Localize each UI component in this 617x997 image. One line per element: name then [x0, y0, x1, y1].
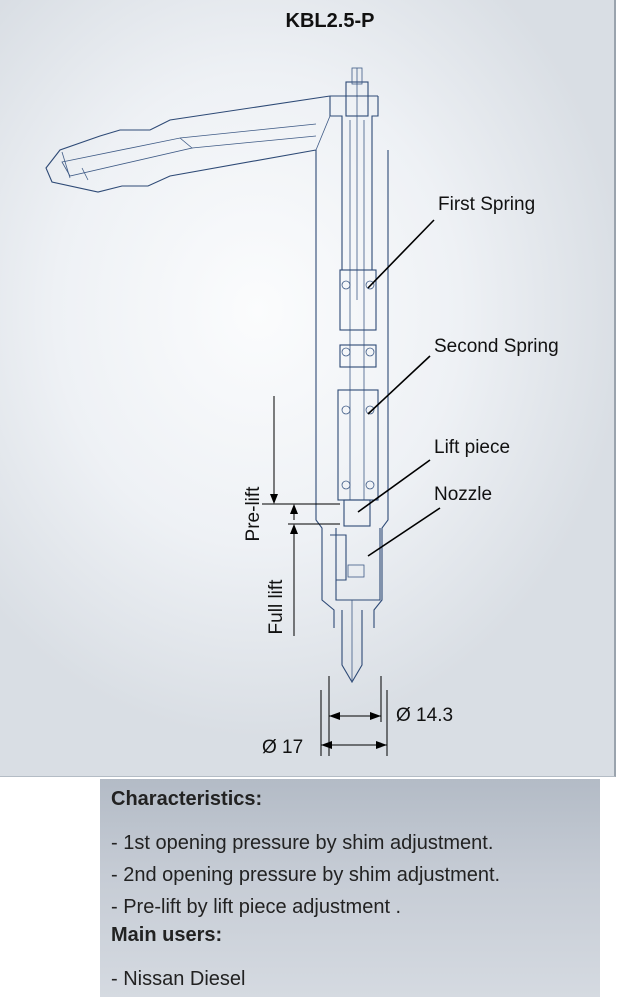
- main-users-heading: Main users:: [111, 924, 223, 946]
- list-item: - 1st opening pressure by shim adjustmen…: [111, 832, 494, 854]
- right-margin: [600, 779, 617, 997]
- label-first-spring: First Spring: [438, 194, 535, 215]
- list-item: - 2nd opening pressure by shim adjustmen…: [111, 864, 501, 886]
- leader-lift-piece: [357, 459, 431, 513]
- fuel-inlet-arm: [45, 95, 331, 193]
- list-item: - Nissan Diesel: [111, 968, 246, 990]
- label-diameter-inner: Ø 14.3: [396, 705, 453, 726]
- label-second-spring: Second Spring: [434, 336, 559, 357]
- info-content: Characteristics: - 1st opening pressure …: [111, 787, 600, 996]
- label-nozzle: Nozzle: [434, 484, 492, 505]
- label-pre-lift: Pre-lift: [243, 486, 264, 542]
- characteristics-heading: Characteristics:: [111, 788, 263, 810]
- diagram-panel: KBL2.5-P: [0, 0, 616, 777]
- list-item: - Pre-lift by lift piece adjustment .: [111, 896, 402, 918]
- label-diameter-outer: Ø 17: [262, 737, 303, 758]
- injector-diagram: KBL2.5-P: [45, 10, 559, 758]
- main-users-list: - Nissan Diesel: [111, 963, 600, 996]
- characteristics-list: - 1st opening pressure by shim adjustmen…: [111, 827, 600, 923]
- leader-nozzle: [367, 507, 441, 557]
- diameter-dimensions: [320, 676, 388, 756]
- leader-first-spring: [367, 219, 435, 289]
- label-full-lift: Full lift: [266, 579, 287, 635]
- info-panel: Characteristics: - 1st opening pressure …: [100, 779, 600, 997]
- label-lift-piece: Lift piece: [434, 437, 510, 458]
- leader-second-spring: [367, 355, 431, 415]
- injector-body: [315, 67, 389, 684]
- lift-dimensions: [262, 396, 340, 636]
- diagram-title: KBL2.5-P: [286, 10, 375, 32]
